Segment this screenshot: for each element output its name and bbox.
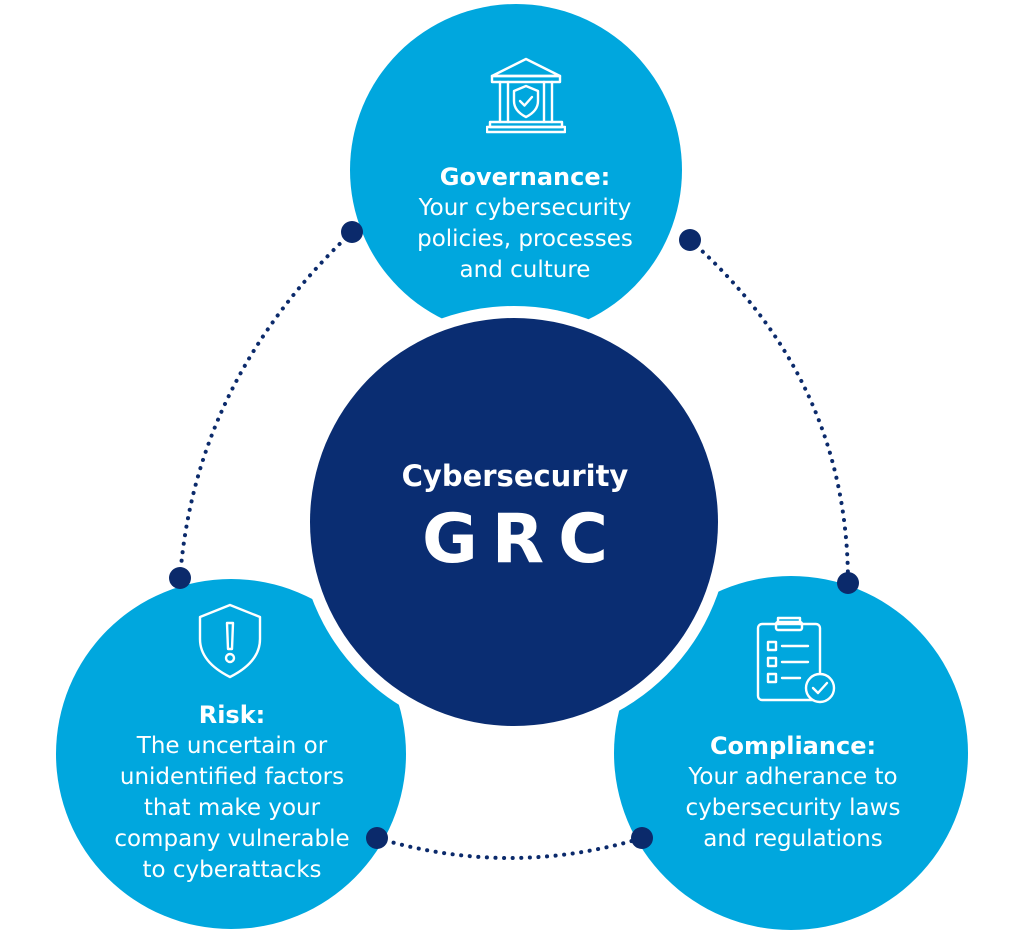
governance-body-line: Your cybersecurity — [418, 195, 632, 221]
compliance-body-line: cybersecurity laws — [685, 795, 901, 821]
governance-title: Governance: — [439, 163, 611, 191]
risk-body-line: The uncertain or — [136, 733, 328, 759]
connector-dot — [341, 221, 363, 243]
center-title: GRC — [421, 500, 623, 579]
compliance-circle — [614, 576, 968, 930]
connector-dot — [679, 229, 701, 251]
governance-circle — [350, 4, 682, 336]
risk-title: Risk: — [198, 701, 266, 729]
risk-body-line: unidentified factors — [119, 764, 345, 790]
connector-dot — [631, 827, 653, 849]
building-shield-icon — [486, 57, 566, 134]
connector-dot — [169, 567, 191, 589]
connector-governance-risk — [178, 230, 354, 580]
compliance-body-line: and regulations — [703, 826, 883, 852]
governance-body-line: and culture — [459, 257, 591, 283]
center-circle — [310, 318, 718, 726]
connector-dot — [366, 827, 388, 849]
connector-dot — [837, 572, 859, 594]
risk-body-line: company vulnerable — [114, 826, 350, 852]
governance-body-line: policies, processes — [417, 226, 633, 252]
compliance-title: Compliance: — [709, 732, 877, 760]
shield-exclamation-icon — [198, 603, 262, 679]
connector-risk-compliance — [375, 836, 644, 860]
center-subtitle: Cybersecurity — [401, 459, 629, 493]
risk-body-line: to cyberattacks — [142, 857, 322, 883]
connector-governance-compliance — [688, 238, 850, 585]
risk-text: Risk: The uncertain or unidentified fact… — [99, 700, 365, 886]
governance-text: Governance: Your cybersecurity policies,… — [392, 162, 658, 286]
center-label: Cybersecurity GRC — [340, 455, 690, 583]
clipboard-check-icon — [756, 616, 836, 704]
compliance-text: Compliance: Your adherance to cybersecur… — [662, 731, 924, 855]
risk-body-line: that make your — [143, 795, 321, 821]
compliance-body-line: Your adherance to — [688, 764, 898, 790]
risk-circle — [56, 579, 406, 929]
